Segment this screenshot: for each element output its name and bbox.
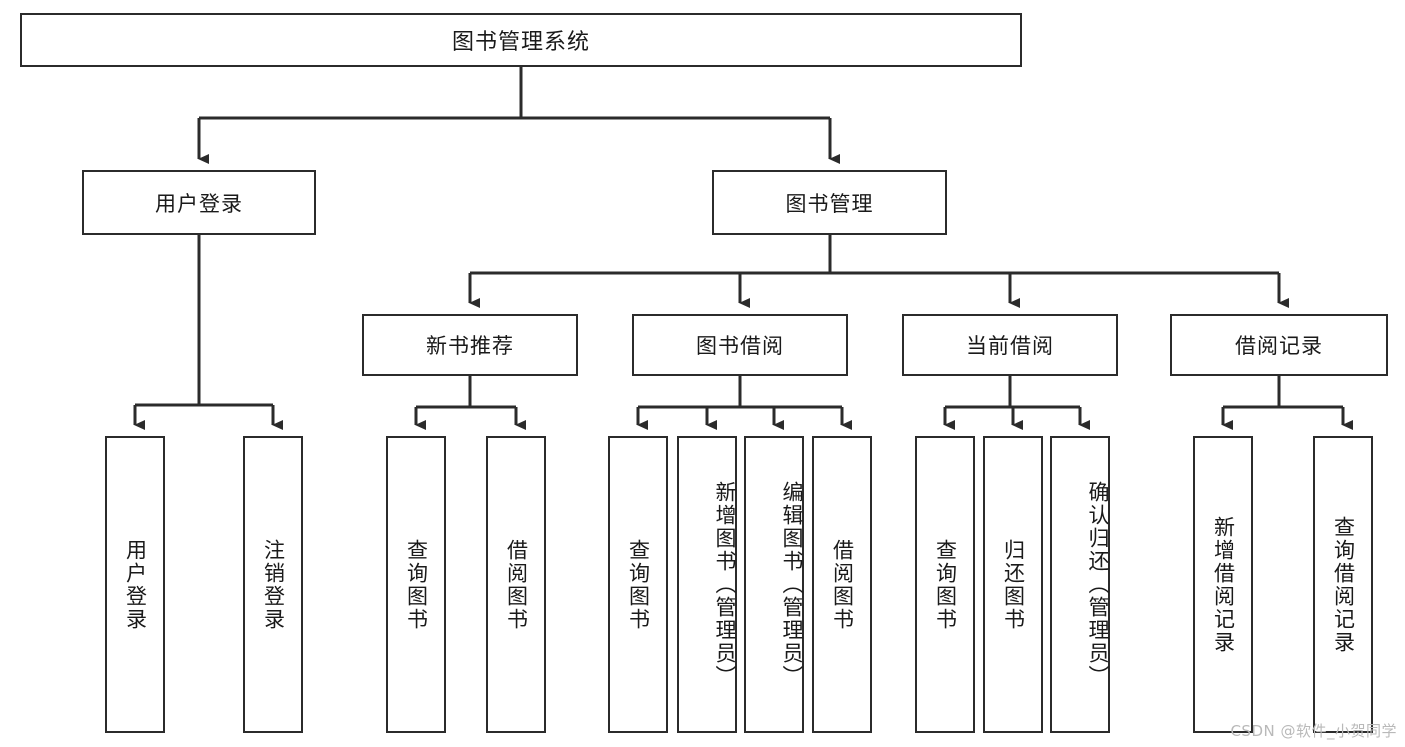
leaf-borrow-book-2[interactable]: 借阅图书 [812,436,872,733]
node-label: 借阅图书 [504,538,529,631]
node-root[interactable]: 图书管理系统 [20,13,1022,67]
node-new-book-rec[interactable]: 新书推荐 [362,314,578,376]
node-label: 当前借阅 [966,334,1054,358]
leaf-confirm-return[interactable]: 确认归还（管理员） [1050,436,1110,733]
leaf-query-book-2[interactable]: 查询图书 [608,436,668,733]
node-label: 新增借阅记录 [1211,515,1236,654]
node-label: 查询图书 [626,538,651,631]
leaf-logout[interactable]: 注销登录 [243,436,303,733]
node-user-login[interactable]: 用户登录 [82,170,316,235]
node-label: 查询图书 [404,538,429,631]
leaf-query-book-1[interactable]: 查询图书 [386,436,446,733]
node-label: 图书管理 [785,191,874,216]
node-label: 借阅记录 [1235,334,1323,358]
leaf-user-login[interactable]: 用户登录 [105,436,165,733]
watermark: CSDN @软件_小贺同学 [1230,722,1397,740]
leaf-add-book[interactable]: 新增图书（管理员） [677,436,737,733]
node-label: 图书管理系统 [451,30,590,55]
leaf-query-book-3[interactable]: 查询图书 [915,436,975,733]
leaf-borrow-book-1[interactable]: 借阅图书 [486,436,546,733]
node-label: 查询图书 [933,538,958,631]
node-label: 查询借阅记录 [1331,515,1356,654]
node-current-borrow[interactable]: 当前借阅 [902,314,1118,376]
node-label: 确认归还（管理员） [1086,481,1110,688]
node-label: 图书借阅 [696,334,784,358]
node-label: 归还图书 [1001,538,1026,631]
node-label: 用户登录 [155,191,243,216]
node-label: 新增图书（管理员） [713,481,737,688]
node-book-manage[interactable]: 图书管理 [712,170,947,235]
node-label: 新书推荐 [426,334,514,358]
node-label: 用户登录 [123,538,148,631]
node-label: 借阅图书 [830,538,855,631]
node-label: 编辑图书（管理员） [780,481,804,688]
node-book-borrow[interactable]: 图书借阅 [632,314,848,376]
leaf-return-book[interactable]: 归还图书 [983,436,1043,733]
node-label: 注销登录 [261,538,286,631]
leaf-add-record[interactable]: 新增借阅记录 [1193,436,1253,733]
node-borrow-record[interactable]: 借阅记录 [1170,314,1388,376]
leaf-edit-book[interactable]: 编辑图书（管理员） [744,436,804,733]
leaf-query-record[interactable]: 查询借阅记录 [1313,436,1373,733]
